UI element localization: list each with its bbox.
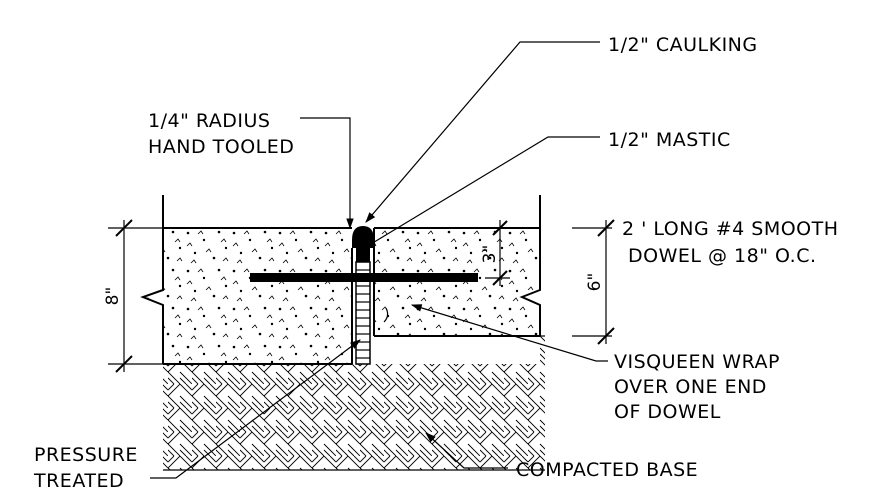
dimension-3in-label: 3"	[480, 245, 500, 264]
dowel-bar	[250, 273, 478, 282]
label-dowel-line1: 2 ' LONG #4 SMOOTH	[622, 218, 839, 240]
leader-lines	[150, 41, 608, 479]
label-pressure-line1: PRESSURE	[34, 444, 138, 466]
label-visqueen-line2: OVER ONE END	[614, 376, 767, 398]
compacted-base-fill	[163, 336, 545, 470]
label-visqueen-line1: VISQUEEN WRAP	[614, 351, 780, 373]
visqueen-wrap-mark	[383, 307, 389, 323]
label-dowel-line2: DOWEL @ 18" O.C.	[628, 245, 817, 267]
label-caulking: 1/2" CAULKING	[608, 34, 758, 56]
label-visqueen-line3: OF DOWEL	[614, 401, 721, 423]
label-radius-line2: HAND TOOLED	[148, 136, 294, 158]
dimension-6in-label: 6"	[585, 273, 605, 292]
left-slab	[143, 228, 352, 364]
label-mastic: 1/2" MASTIC	[608, 129, 731, 151]
dimension-3in	[485, 220, 510, 286]
mastic	[356, 248, 370, 262]
dimension-8in-label: 8"	[103, 287, 123, 306]
label-radius-line1: 1/4" RADIUS	[148, 110, 271, 132]
label-pressure-line2: TREATED	[33, 470, 124, 492]
label-compacted-base: COMPACTED BASE	[516, 459, 698, 481]
dimension-8in	[108, 219, 163, 373]
dimension-6in	[572, 219, 615, 345]
